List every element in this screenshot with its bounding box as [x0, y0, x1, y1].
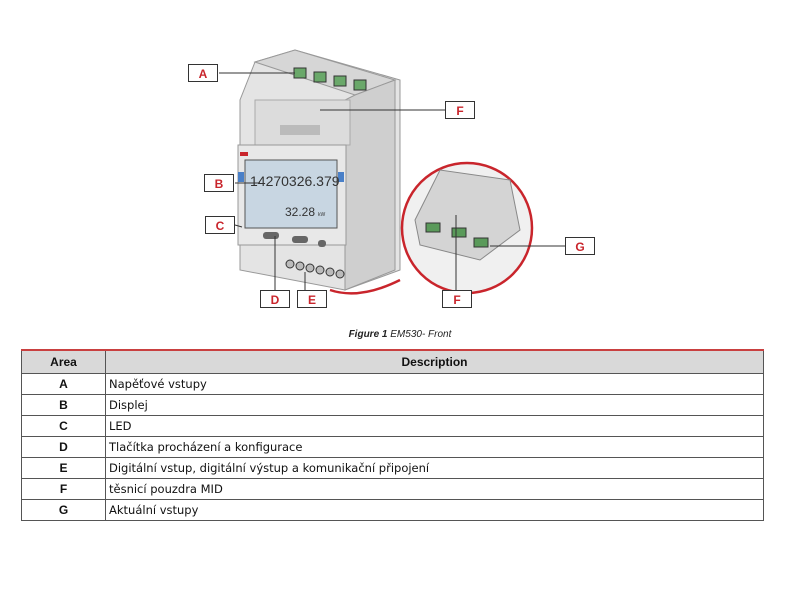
- voltage-terminal: [333, 75, 347, 87]
- display-main-reading: 14270326.379: [250, 173, 340, 189]
- em530-illustration: 14270326.379 32.28 kW: [219, 49, 565, 295]
- area-cell: E: [21, 457, 106, 479]
- area-cell: A: [21, 373, 106, 395]
- description-cell: LED: [105, 415, 764, 437]
- table-header-row: Area Description: [21, 349, 764, 374]
- navigation-button: [318, 240, 326, 247]
- description-cell: Digitální vstup, digitální výstup a komu…: [105, 457, 764, 479]
- description-cell: Tlačítka procházení a konfigurace: [105, 436, 764, 458]
- callout-f-bottom: F: [442, 290, 472, 308]
- callout-f-top: F: [445, 101, 475, 119]
- display-secondary-reading: 32.28: [285, 205, 315, 219]
- lcd-display: [244, 159, 338, 229]
- area-cell: C: [21, 415, 106, 437]
- description-cell: Aktuální vstupy: [105, 499, 764, 521]
- voltage-terminal: [313, 71, 327, 83]
- energy-meter-device: 14270326.379 32.28 kW: [237, 49, 401, 291]
- display-secondary-unit: kW: [318, 212, 326, 218]
- current-terminal: [473, 237, 489, 248]
- voltage-terminal: [353, 79, 367, 91]
- caption-text: EM530- Front: [390, 329, 452, 340]
- callout-e: E: [297, 290, 327, 308]
- callout-g: G: [565, 237, 595, 255]
- header-description: Description: [105, 349, 764, 374]
- io-terminals: [285, 259, 345, 279]
- callout-a: A: [188, 64, 218, 82]
- area-cell: B: [21, 394, 106, 416]
- header-area: Area: [21, 349, 106, 374]
- callout-b: B: [204, 174, 234, 192]
- area-cell: F: [21, 478, 106, 500]
- navigation-button: [263, 232, 279, 239]
- description-cell: těsnicí pouzdra MID: [105, 478, 764, 500]
- callout-d: D: [260, 290, 290, 308]
- voltage-terminal: [293, 67, 307, 79]
- description-cell: Napěťové vstupy: [105, 373, 764, 395]
- navigation-button: [292, 236, 308, 243]
- device-figure: 14270326.379 32.28 kW: [188, 49, 595, 308]
- current-terminal: [425, 222, 441, 233]
- area-cell: G: [21, 499, 106, 521]
- current-terminal: [451, 227, 467, 238]
- figure-caption: Figure 1 EM530- Front: [0, 329, 800, 340]
- description-cell: Displej: [105, 394, 764, 416]
- area-cell: D: [21, 436, 106, 458]
- caption-prefix: Figure 1: [348, 329, 388, 340]
- callout-c: C: [205, 216, 235, 234]
